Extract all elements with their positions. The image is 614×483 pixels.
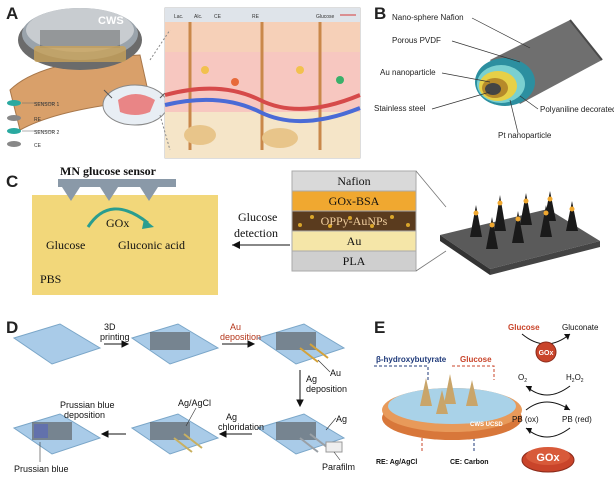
chip-step-3 bbox=[256, 323, 346, 365]
reaction-arrow bbox=[86, 207, 149, 228]
gox-label: GOx bbox=[106, 216, 129, 230]
detection-label-1: Glucose bbox=[238, 210, 277, 224]
e-device-disc: CWS UCSD bbox=[382, 374, 522, 440]
step-3d-2: printing bbox=[100, 332, 130, 342]
re-label: RE bbox=[34, 117, 42, 123]
step-agcl-2: chloridation bbox=[218, 422, 264, 432]
skin-label-re: RE bbox=[252, 14, 260, 20]
panel-a-figure: CWS SENSOR 1 RE SENSOR 2 CE bbox=[7, 7, 361, 159]
cycle-gox-small: GOx bbox=[539, 350, 554, 357]
chip-step-4 bbox=[256, 413, 346, 455]
cycle-pb-ox: PB (ox) bbox=[512, 415, 539, 424]
reaction-cycle: Glucose Gluconate GOx O2 H2O2 PB (ox) PB… bbox=[508, 323, 599, 473]
chip-step-6 bbox=[12, 413, 102, 455]
annot-ag: Ag bbox=[336, 414, 347, 424]
panel-label-e: E bbox=[374, 318, 386, 337]
stack-nafion: Nafion bbox=[337, 174, 370, 188]
cycle-glucose: Glucose bbox=[508, 323, 540, 332]
layer-label-nafion: Nano-sphere Nafion bbox=[392, 13, 464, 22]
cycle-pb-red: PB (red) bbox=[562, 415, 592, 424]
layer-label-pani: Polyaniline decorated with Pt bbox=[540, 105, 614, 114]
glucose-e-label: Glucose bbox=[460, 355, 492, 364]
step-ag-2: deposition bbox=[306, 384, 347, 394]
layer-label-pt-np: Pt nanoparticle bbox=[498, 131, 552, 140]
mn-patch-3d bbox=[440, 191, 600, 275]
cws-text: CWS bbox=[98, 15, 124, 27]
sensor-2-label: SENSOR 2 bbox=[34, 130, 60, 136]
panel-c-figure: MN glucose sensor GOx Glucose Gluconic a… bbox=[32, 165, 600, 295]
chip-step-5 bbox=[130, 413, 220, 455]
skin-label-ce: CE bbox=[214, 14, 222, 20]
cycle-gluconate: Gluconate bbox=[562, 323, 599, 332]
step-pb-1: Prussian blue bbox=[60, 400, 115, 410]
mn-title: MN glucose sensor bbox=[60, 165, 157, 178]
skin-label-lac: Lac. bbox=[174, 14, 183, 20]
ce-label: CE bbox=[34, 143, 42, 149]
cycle-h2o2: H2O2 bbox=[566, 373, 584, 384]
step-agcl-1: Ag bbox=[226, 412, 237, 422]
annot-au: Au bbox=[330, 368, 341, 378]
re-e-label: RE: Ag/AgCl bbox=[376, 459, 417, 466]
bhb-label: β-hydroxybutyrate bbox=[376, 355, 447, 364]
stack-pla: PLA bbox=[343, 254, 366, 268]
skin-cross-section: Lac. Alc. CE RE Glucose bbox=[164, 7, 361, 159]
skin-label-alc: Alc. bbox=[194, 14, 202, 20]
step-ag-1: Ag bbox=[306, 374, 317, 384]
layer-stack: Nafion GOx-BSA OPPy-AuNPs Au PLA bbox=[291, 170, 417, 272]
watch-device: CWS bbox=[18, 8, 142, 70]
chip-step-1 bbox=[12, 323, 102, 365]
step-3d-1: 3D bbox=[104, 322, 116, 332]
ce-e-label: CE: Carbon bbox=[450, 459, 489, 466]
layer-label-au-np: Au nanoparticle bbox=[380, 68, 436, 77]
sensor-legend: SENSOR 1 RE SENSOR 2 CE bbox=[7, 100, 60, 149]
stack-oppy: OPPy-AuNPs bbox=[321, 214, 388, 228]
step-au-1: Au bbox=[230, 322, 241, 332]
chip-step-2 bbox=[130, 323, 220, 365]
panel-b-figure: Nano-sphere Nafion Porous PVDF Au nanopa… bbox=[374, 13, 614, 140]
layer-label-steel: Stainless steel bbox=[374, 104, 426, 113]
detection-label-2: detection bbox=[234, 226, 278, 240]
step-pb-2: deposition bbox=[64, 410, 105, 420]
sensor-1-label: SENSOR 1 bbox=[34, 102, 60, 108]
panel-d-figure: 3D printing Au deposition Ag deposition … bbox=[12, 322, 355, 474]
needle-1 bbox=[62, 187, 80, 201]
skin-label-glucose: Glucose bbox=[316, 14, 335, 20]
panel-label-b: B bbox=[374, 4, 387, 23]
panel-e-figure: β-hydroxybutyrate Glucose CWS UCSD RE: A… bbox=[374, 323, 599, 473]
panel-label-a: A bbox=[6, 4, 19, 23]
stack-gox-bsa: GOx-BSA bbox=[329, 194, 380, 208]
annot-prussian: Prussian blue bbox=[14, 464, 69, 474]
panel-label-c: C bbox=[6, 172, 19, 191]
cycle-o2: O2 bbox=[518, 373, 527, 384]
glucose-label: Glucose bbox=[46, 238, 85, 252]
e-device-text: CWS UCSD bbox=[470, 422, 503, 428]
layer-label-pvdf: Porous PVDF bbox=[392, 36, 441, 45]
needle-3 bbox=[140, 187, 158, 201]
sensor-disc bbox=[102, 84, 169, 126]
mn-sensor-plate bbox=[58, 179, 176, 187]
gluconic-label: Gluconic acid bbox=[118, 238, 185, 252]
needle-2 bbox=[100, 187, 118, 201]
annot-agagcl: Ag/AgCl bbox=[178, 398, 211, 408]
pbs-label: PBS bbox=[40, 272, 61, 286]
wire-cross-section bbox=[475, 19, 603, 106]
panel-label-d: D bbox=[6, 318, 19, 337]
annot-parafilm: Parafilm bbox=[322, 462, 355, 472]
step-au-2: deposition bbox=[220, 332, 261, 342]
stack-au: Au bbox=[347, 234, 362, 248]
cycle-gox-big: GOx bbox=[536, 452, 560, 464]
